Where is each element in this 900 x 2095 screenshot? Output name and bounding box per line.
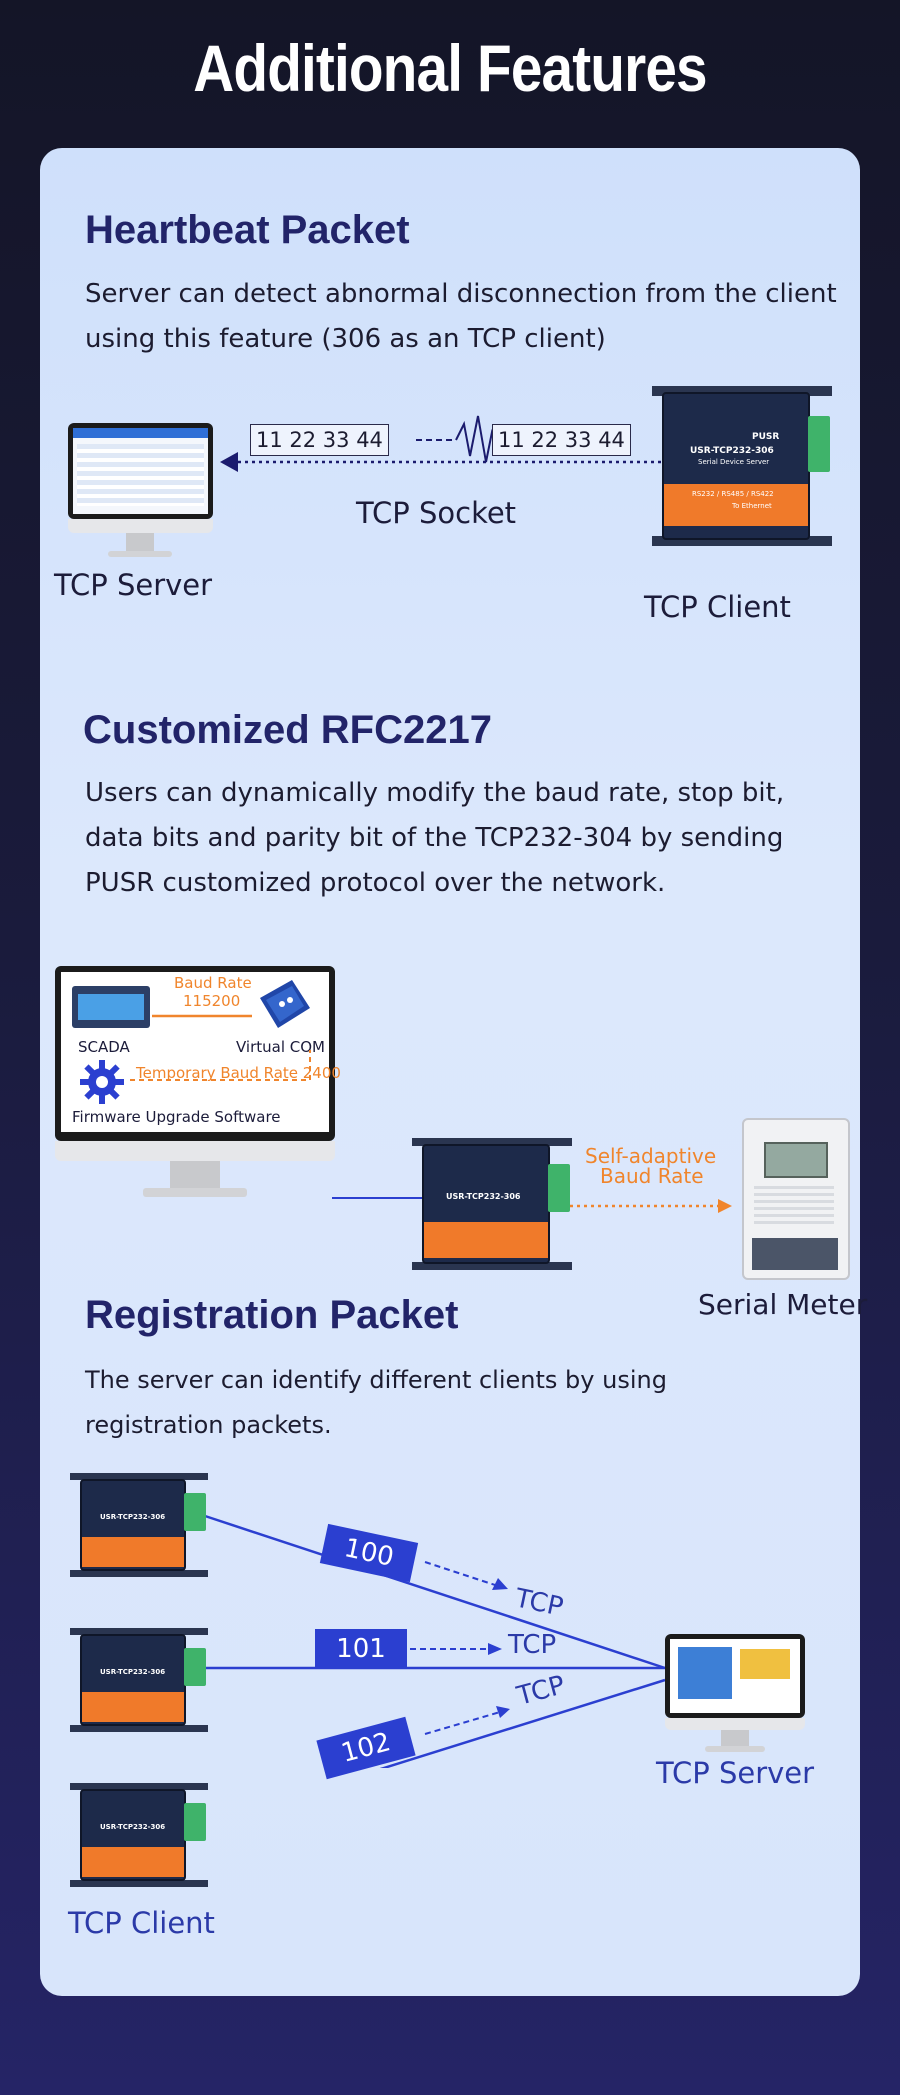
link-client-3 xyxy=(379,1678,666,1768)
scada-app-icon xyxy=(72,986,150,1028)
temp-baud-line xyxy=(130,1050,311,1081)
reg-tag-101: 101 xyxy=(315,1629,407,1669)
client-device-1: USR-TCP232-306 xyxy=(70,1473,208,1577)
registration-client-label: TCP Client xyxy=(68,1906,215,1940)
heartbeat-server-label: TCP Server xyxy=(54,568,213,602)
self-adaptive-line2: Baud Rate xyxy=(600,1164,704,1188)
registration-heading: Registration Packet xyxy=(85,1293,459,1337)
link-client-1 xyxy=(204,1514,666,1670)
temp-baud-label: Temporary Baud Rate 2400 xyxy=(136,1064,341,1082)
serial-meter xyxy=(742,1118,850,1280)
virtual-com-icon xyxy=(260,980,310,1028)
device-model: USR-TCP232-306 xyxy=(690,446,774,456)
baud-rate-label: Baud Rate xyxy=(174,974,252,992)
serial-meter-label: Serial Meter xyxy=(698,1288,868,1321)
arrow-right-orange-icon xyxy=(718,1199,732,1213)
rfc2217-desc-line2: data bits and parity bit of the TCP232-3… xyxy=(85,823,784,853)
packet-left: 11 22 33 44 xyxy=(250,424,389,456)
scada-label: SCADA xyxy=(78,1038,130,1056)
tcp-server-monitor xyxy=(68,423,213,563)
self-adaptive-line1: Self-adaptive xyxy=(585,1144,717,1168)
rfc2217-heading: Customized RFC2217 xyxy=(83,708,492,752)
device-ports: RS232 / RS485 / RS422 xyxy=(692,490,774,498)
rfc2217-desc-line3: PUSR customized protocol over the networ… xyxy=(85,868,666,898)
device-to-meter-arrow xyxy=(570,1199,732,1213)
tcp-label-2: TCP xyxy=(508,1630,557,1660)
registration-desc: The server can identify different client… xyxy=(85,1358,667,1448)
registration-server-monitor xyxy=(665,1634,805,1756)
registration-desc-line2: registration packets. xyxy=(85,1411,332,1439)
rfc2217-desc: Users can dynamically modify the baud ra… xyxy=(85,771,784,906)
packet-right: 11 22 33 44 xyxy=(492,424,631,456)
socket-arrow-icon xyxy=(220,452,238,472)
gear-icon xyxy=(80,1060,124,1104)
registration-desc-line1: The server can identify different client… xyxy=(85,1366,667,1394)
client-device-2: USR-TCP232-306 xyxy=(70,1628,208,1732)
client-device-3-model: USR-TCP232-306 xyxy=(100,1823,166,1831)
baud-line xyxy=(152,1014,252,1018)
heartbeat-client-label: TCP Client xyxy=(644,590,791,624)
tcp-arrow-icon-2 xyxy=(488,1643,502,1655)
heartbeat-desc: Server can detect abnormal disconnection… xyxy=(85,272,837,362)
tcp-arrow-icon-3 xyxy=(496,1706,510,1718)
client-device-1-model: USR-TCP232-306 xyxy=(100,1513,166,1521)
client-device-2-model: USR-TCP232-306 xyxy=(100,1668,166,1676)
device-brand: PUSR xyxy=(752,432,780,442)
device-to-ethernet: To Ethernet xyxy=(732,502,772,510)
registration-links xyxy=(204,1514,666,1768)
heartbeat-desc-line1: Server can detect abnormal disconnection… xyxy=(85,279,837,309)
device-subtitle: Serial Device Server xyxy=(698,458,770,466)
heartbeat-heading: Heartbeat Packet xyxy=(85,208,410,252)
heartbeat-desc-line2: using this feature (306 as an TCP client… xyxy=(85,324,606,354)
baud-rate-value: 115200 xyxy=(183,992,241,1010)
features-panel: Heartbeat Packet Server can detect abnor… xyxy=(40,148,867,1996)
tcp-arrow-icon-1 xyxy=(492,1578,508,1590)
rfc-device: USR-TCP232-306 xyxy=(412,1138,572,1270)
page-title: Additional Features xyxy=(193,31,707,105)
rfc-device-model: USR-TCP232-306 xyxy=(446,1192,521,1201)
virtual-com-label: Virtual COM xyxy=(236,1038,326,1056)
client-device-3: USR-TCP232-306 xyxy=(70,1783,208,1887)
registration-server-label: TCP Server xyxy=(656,1756,815,1790)
firmware-label: Firmware Upgrade Software xyxy=(72,1108,281,1126)
tcp-client-device: USR-TCP232-306 Serial Device Server PUSR… xyxy=(652,386,832,546)
tcp-socket-label: TCP Socket xyxy=(356,496,517,530)
rfc2217-desc-line1: Users can dynamically modify the baud ra… xyxy=(85,778,785,808)
